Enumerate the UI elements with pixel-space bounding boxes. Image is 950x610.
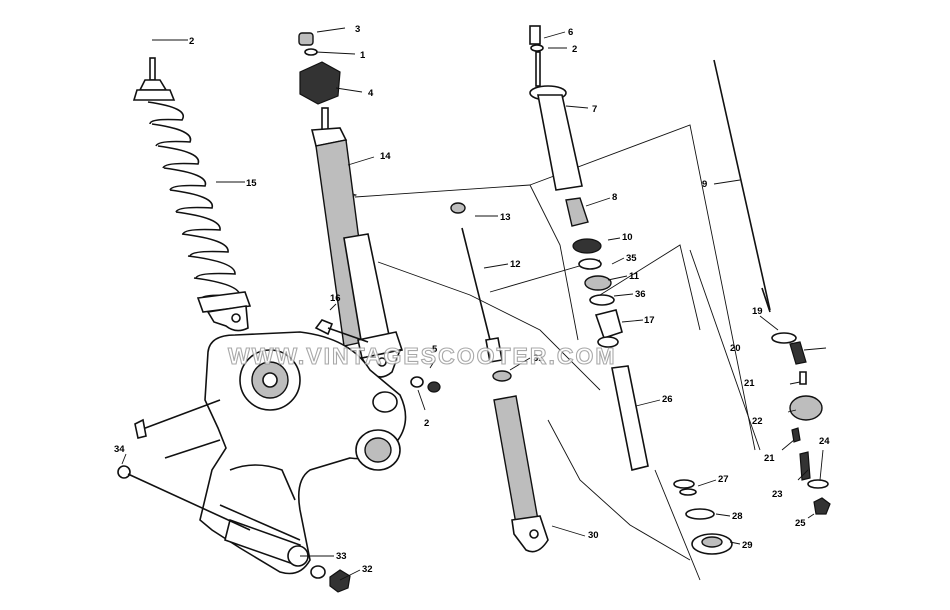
label-14: 14 bbox=[380, 151, 391, 162]
label-30: 30 bbox=[588, 530, 599, 541]
label-17: 17 bbox=[644, 315, 655, 326]
label-27: 27 bbox=[718, 474, 729, 485]
label-31: 31 bbox=[533, 353, 544, 364]
label-20: 20 bbox=[730, 343, 741, 354]
label-4: 4 bbox=[368, 88, 374, 99]
washer-nut-group bbox=[410, 376, 441, 393]
label-2: 2 bbox=[189, 36, 194, 47]
label-3: 3 bbox=[355, 24, 360, 35]
label-11: 11 bbox=[629, 271, 640, 282]
label-6: 6 bbox=[568, 27, 573, 38]
label-12: 12 bbox=[510, 259, 521, 270]
leader-lines bbox=[121, 27, 827, 581]
damper-components bbox=[529, 25, 649, 471]
part-labels: 2 3 1 4 14 15 16 5 2 6 2 7 8 10 35 11 36… bbox=[114, 24, 830, 575]
label-36: 36 bbox=[635, 289, 646, 300]
label-25: 25 bbox=[795, 518, 806, 529]
label-33: 33 bbox=[336, 551, 347, 562]
label-16: 16 bbox=[330, 293, 341, 304]
label-23: 23 bbox=[772, 489, 783, 500]
label-28: 28 bbox=[732, 511, 743, 522]
axle-34 bbox=[117, 465, 351, 593]
label-2-top: 2 bbox=[572, 44, 577, 55]
right-side-parts bbox=[713, 59, 831, 515]
label-21-lower: 21 bbox=[764, 453, 775, 464]
label-21: 21 bbox=[744, 378, 755, 389]
reference-lines bbox=[347, 124, 761, 581]
label-13: 13 bbox=[500, 212, 511, 223]
label-35: 35 bbox=[626, 253, 637, 264]
engine-casing bbox=[134, 331, 407, 575]
label-22: 22 bbox=[752, 416, 763, 427]
bolt-16 bbox=[314, 319, 369, 343]
label-19: 19 bbox=[752, 306, 763, 317]
label-9: 9 bbox=[702, 179, 707, 190]
label-1: 1 bbox=[360, 50, 366, 61]
label-10: 10 bbox=[622, 232, 633, 243]
label-32: 32 bbox=[362, 564, 373, 575]
label-24: 24 bbox=[819, 436, 830, 447]
damper-rod-tube bbox=[450, 202, 549, 553]
label-34: 34 bbox=[114, 444, 125, 455]
label-26: 26 bbox=[662, 394, 673, 405]
watermark: WWW.VINTAGESCOOTER.COM bbox=[228, 343, 617, 369]
label-29: 29 bbox=[742, 540, 753, 551]
label-7: 7 bbox=[592, 104, 597, 115]
rear-spring-shock bbox=[132, 57, 252, 332]
shock-absorber-main bbox=[298, 32, 404, 378]
label-15: 15 bbox=[246, 178, 257, 189]
label-5: 5 bbox=[432, 344, 438, 355]
bottom-parts bbox=[673, 479, 733, 555]
label-8: 8 bbox=[612, 192, 617, 203]
label-2-lower: 2 bbox=[424, 418, 429, 429]
